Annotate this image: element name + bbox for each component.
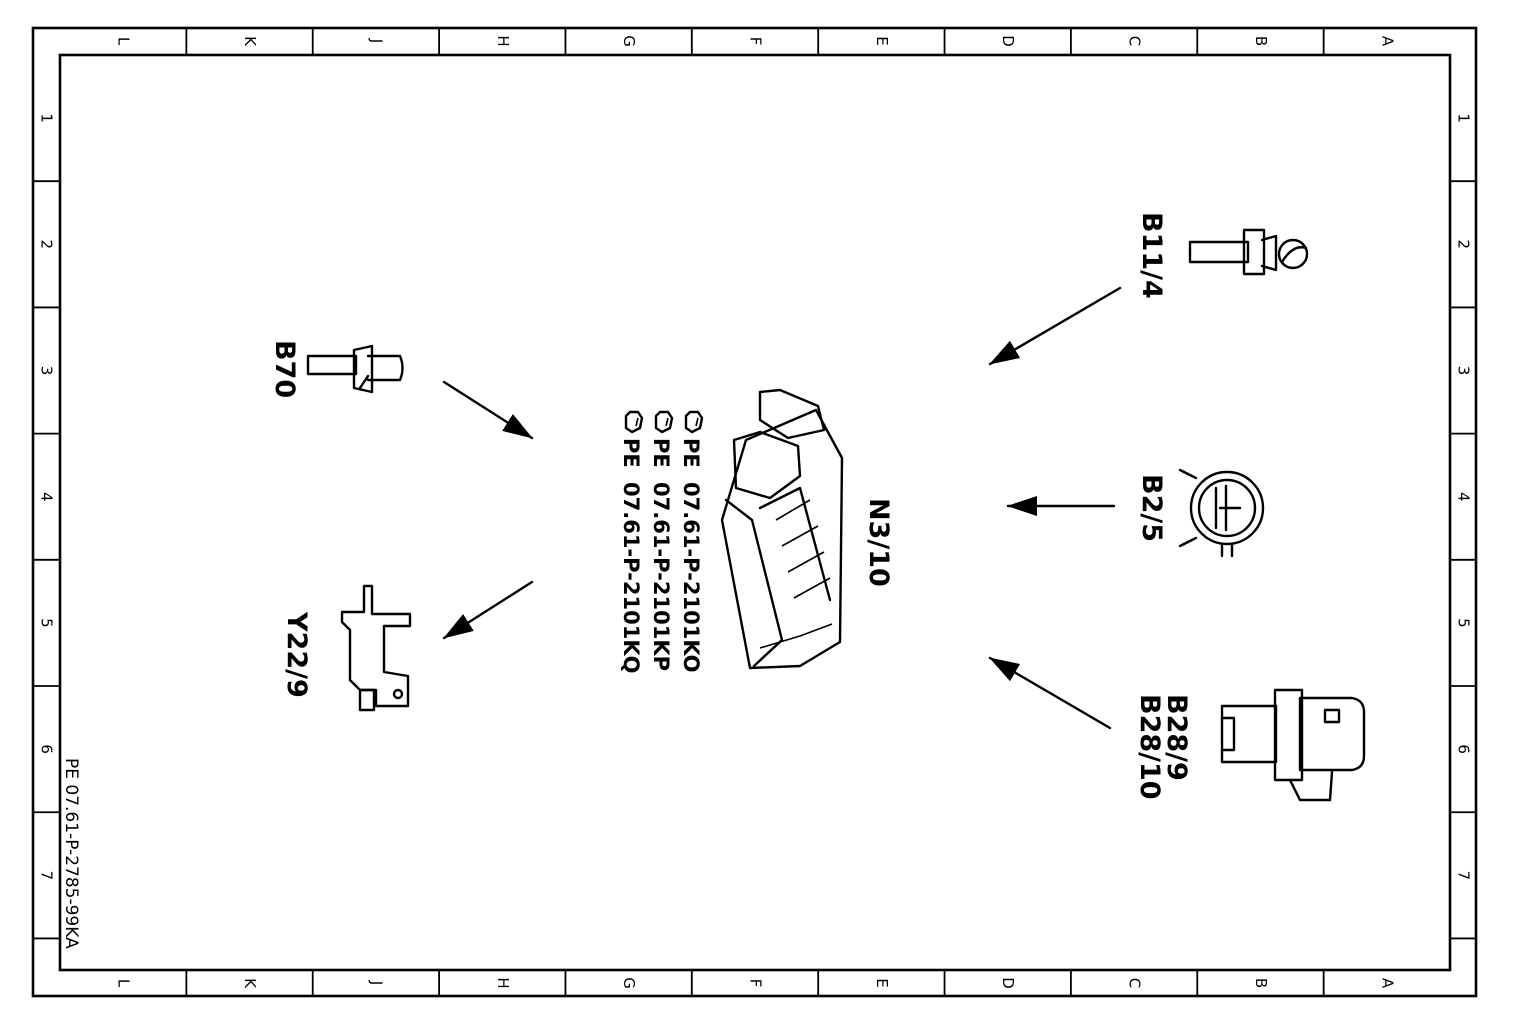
n3-10-label: N3/10 — [863, 498, 894, 587]
b28-sensor-icon — [1220, 688, 1366, 802]
zone-number-left: 1 — [38, 113, 56, 123]
zone-letter-top: E — [873, 36, 891, 45]
b11-4-sensor-icon — [1188, 228, 1309, 276]
arrow-b28-to-n3-10 — [988, 656, 1112, 730]
reference-1: PE 07.61-P-2101KO — [679, 410, 704, 673]
zone-letter-bottom: D — [999, 977, 1017, 989]
zone-letter-bottom: J — [367, 980, 385, 985]
zone-letter-top: B — [1252, 36, 1270, 46]
b11-4-label: B11/4 — [1136, 212, 1167, 299]
svg-text:07.61-P-2101KO: 07.61-P-2101KO — [679, 482, 703, 673]
zone-number-right: 3 — [1455, 366, 1473, 376]
b28-10-label: B28/10 — [1134, 694, 1165, 800]
zone-letter-bottom: H — [494, 977, 512, 988]
zone-number-right: 4 — [1455, 492, 1473, 502]
svg-text:07.61-P-2101KQ: 07.61-P-2101KQ — [619, 482, 643, 673]
zone-letter-bottom: F — [747, 979, 765, 988]
b2-5-sensor-icon — [1178, 468, 1265, 558]
zone-letter-bottom: A — [1378, 978, 1396, 989]
zone-number-left: 7 — [38, 871, 56, 881]
zone-letter-bottom: B — [1252, 978, 1270, 988]
reference-3: PE 07.61-P-2101KQ — [619, 410, 644, 673]
n3-10-control-unit-icon — [720, 388, 844, 670]
zone-number-right: 2 — [1455, 240, 1473, 250]
svg-text:PE: PE — [619, 438, 643, 468]
pointing-hand-icon — [684, 410, 704, 434]
arrow-n3-10-to-y22-9 — [442, 580, 534, 640]
arrow-b11-4-to-n3-10 — [988, 286, 1122, 366]
zone-letter-bottom: L — [115, 979, 133, 988]
zone-letter-bottom: K — [241, 978, 259, 989]
zone-number-left: 2 — [38, 240, 56, 250]
zone-number-left: 3 — [38, 366, 56, 376]
svg-text:PE: PE — [649, 438, 673, 468]
inner-frame — [58, 53, 1452, 972]
zone-number-left: 5 — [38, 618, 56, 628]
zone-letter-bottom: E — [873, 978, 891, 987]
y22-9-label: Y22/9 — [281, 611, 312, 698]
zone-letter-top: L — [115, 37, 133, 46]
document-number: PE 07.61-P-2785-99KA — [61, 758, 81, 949]
zone-number-left: 6 — [38, 744, 56, 754]
svg-text:07.61-P-2101KP: 07.61-P-2101KP — [649, 482, 673, 671]
zone-number-right: 6 — [1455, 744, 1473, 754]
zone-number-right: 5 — [1455, 618, 1473, 628]
svg-text:PE: PE — [679, 438, 703, 468]
zone-letter-top: K — [241, 36, 259, 47]
zone-letter-top: J — [367, 38, 385, 43]
b70-label: B70 — [269, 340, 300, 398]
zone-letter-bottom: G — [620, 977, 638, 989]
arrow-b70-to-n3-10 — [442, 380, 534, 440]
y22-9-valve-icon — [340, 584, 412, 712]
zone-letter-top: F — [747, 37, 765, 46]
zone-number-left: 4 — [38, 492, 56, 502]
zone-letter-top: C — [1126, 36, 1144, 46]
zone-letter-top: G — [620, 35, 638, 47]
grid-labels: L L K K J J H H G G F F E E D D C C B B A A 1 1 2 2 3 3 4 4 5 5 6 6 7 7 — [38, 35, 1473, 989]
reference-2: PE 07.61-P-2101KP — [649, 410, 674, 671]
reference-list: PE 07.61-P-2101KO PE 07.61-P-2101KP PE 0… — [619, 410, 704, 673]
zone-number-right: 1 — [1455, 113, 1473, 123]
zone-letter-top: H — [494, 35, 512, 46]
pointing-hand-icon — [624, 410, 644, 434]
zone-letter-top: A — [1378, 36, 1396, 47]
zone-letter-bottom: C — [1126, 978, 1144, 988]
pointing-hand-icon — [654, 410, 674, 434]
zone-letter-top: D — [999, 35, 1017, 47]
b28-9-label: B28/9 — [1161, 694, 1192, 781]
b70-sensor-icon — [306, 344, 404, 394]
b2-5-label: B2/5 — [1136, 474, 1167, 542]
outer-frame — [31, 26, 1478, 998]
zone-number-right: 7 — [1455, 871, 1473, 881]
grid-ticks — [33, 28, 1476, 996]
